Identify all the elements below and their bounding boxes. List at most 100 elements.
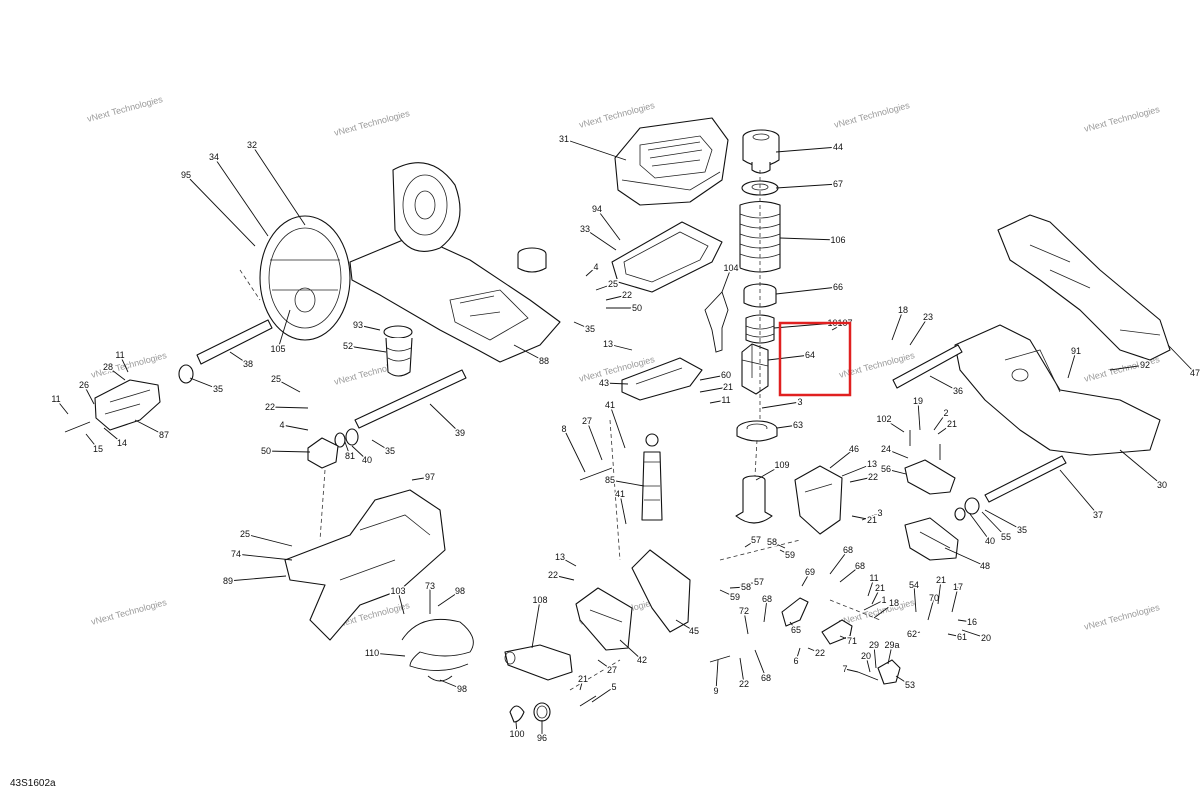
- callout-60: 60: [699, 369, 733, 382]
- callout-63: 63: [776, 419, 805, 432]
- callout-label: 30: [1157, 480, 1167, 490]
- callout-39: 39: [429, 403, 467, 440]
- callout-leader-line: [909, 316, 929, 346]
- callout-label: 57: [754, 577, 764, 587]
- callout-label: 54: [909, 580, 919, 590]
- callout-label: 104: [723, 263, 738, 273]
- callout-48: 48: [944, 547, 992, 573]
- callout-label: 68: [855, 561, 865, 571]
- callout-65: 65: [789, 621, 803, 637]
- callout-label: 37: [1093, 510, 1103, 520]
- callout-label: 18: [889, 598, 899, 608]
- watermark-text: vNext Technologies: [838, 597, 916, 627]
- callout-leader-line: [185, 174, 256, 247]
- callout-95: 95: [179, 169, 256, 247]
- callout-leader-line: [839, 635, 853, 642]
- callout-leader-line: [281, 424, 309, 431]
- callout-label: 52: [343, 341, 353, 351]
- callout-label: 62: [907, 629, 917, 639]
- part-gasket-frame: [611, 221, 723, 293]
- callout-label: 22: [622, 290, 632, 300]
- callout-leader-line: [573, 321, 591, 330]
- callout-leader-line: [761, 401, 801, 409]
- callout-label: 18: [898, 305, 908, 315]
- callout-leader-line: [275, 378, 301, 393]
- callout-leader-line: [371, 652, 406, 657]
- callout-label: 13: [603, 339, 613, 349]
- watermark-text: vNext Technologies: [833, 100, 911, 130]
- callout-label: 36: [953, 386, 963, 396]
- part-top-mount: [742, 129, 780, 174]
- watermark-text: vNext Technologies: [333, 108, 411, 138]
- callout-leader-line: [1059, 469, 1099, 516]
- callout-leader-line: [849, 476, 874, 483]
- callout-41: 41: [613, 488, 627, 525]
- callout-label: 15: [93, 444, 103, 454]
- callout-label: 11: [869, 573, 878, 583]
- callout-23: 23: [909, 311, 935, 346]
- callout-56: 56: [879, 463, 907, 476]
- callout-label: 85: [605, 475, 615, 485]
- callout-leader-line: [969, 513, 991, 542]
- callout-21: 21: [871, 582, 887, 605]
- part-cable-loop: [401, 618, 474, 682]
- callout-54: 54: [907, 579, 921, 613]
- callout-label: 110: [365, 648, 379, 658]
- callout-label: 21: [578, 674, 588, 684]
- callout-label: 94: [592, 204, 602, 214]
- callout-label: 23: [923, 312, 933, 322]
- callout-leader-line: [595, 283, 614, 291]
- callout-label: 70: [929, 593, 939, 603]
- callout-leader-line: [767, 354, 811, 361]
- callout-label: 61: [957, 632, 967, 642]
- callout-leader-line: [829, 549, 849, 575]
- callout-73: 73: [423, 580, 437, 614]
- callout-label: 22: [739, 679, 749, 689]
- callout-20: 20: [961, 629, 993, 645]
- callout-label: 42: [637, 655, 647, 665]
- callout-leader-line: [103, 427, 123, 444]
- callout-68: 68: [829, 544, 855, 575]
- callout-label: 88: [539, 356, 549, 366]
- part-washer-40: [334, 428, 359, 448]
- callout-42: 42: [619, 639, 649, 667]
- callout-leader-line: [729, 586, 747, 589]
- callout-62: 62: [905, 628, 921, 641]
- callout-leader-line: [552, 574, 575, 581]
- callout-97: 97: [411, 471, 437, 484]
- callout-22: 22: [605, 289, 634, 302]
- callout-28: 28: [101, 361, 126, 381]
- callout-leader-line: [775, 146, 839, 153]
- callout-61: 61: [947, 631, 969, 644]
- callout-label: 21: [936, 575, 946, 585]
- callout-label: 98: [455, 586, 465, 596]
- callout-label: 108: [532, 595, 547, 605]
- callout-leader-line: [609, 479, 645, 487]
- part-swing-arm: [349, 162, 561, 363]
- callout-label: 11: [51, 394, 60, 404]
- callout-label: 21: [723, 382, 733, 392]
- callout-13: 13: [601, 338, 633, 351]
- callout-label: 44: [833, 142, 843, 152]
- callout-22: 22: [737, 657, 751, 691]
- callout-leader-line: [709, 399, 727, 404]
- callout-leader-line: [944, 547, 986, 567]
- part-bracket-87: [94, 379, 161, 431]
- callout-leader-line: [984, 509, 1023, 531]
- callout-11: 11: [867, 572, 880, 597]
- callout-59: 59: [719, 589, 742, 604]
- callout-label: 40: [985, 536, 995, 546]
- callout-57: 57: [739, 576, 766, 589]
- callout-leader-line: [739, 657, 745, 685]
- callout-label: 46: [849, 444, 859, 454]
- callout-leader-line: [429, 403, 461, 434]
- part-storage-bin: [614, 117, 729, 206]
- callout-leader-line: [619, 493, 627, 525]
- callout-6: 6: [792, 647, 801, 668]
- callout-16: 16: [957, 616, 979, 629]
- callout-label: 38: [243, 359, 253, 369]
- part-cover-43: [621, 357, 703, 401]
- callout-label: 16: [967, 617, 977, 627]
- callout-109: 109: [755, 459, 791, 481]
- watermark-text: vNext Technologies: [578, 100, 656, 130]
